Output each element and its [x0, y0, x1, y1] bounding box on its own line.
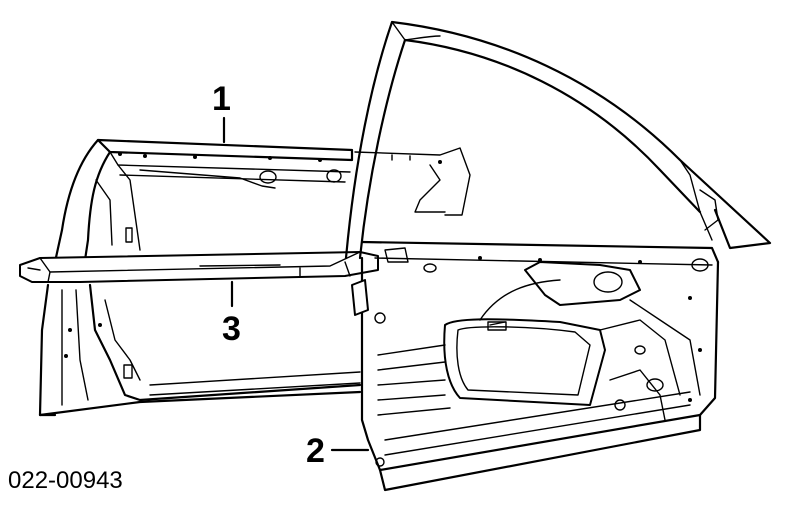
door-shell-panel [344, 20, 772, 492]
part-number: 022-00943 [8, 467, 123, 494]
callout-2: 2 [306, 432, 325, 470]
callout-3: 3 [222, 310, 241, 348]
callout-1: 1 [212, 80, 231, 118]
door-frame-outer-panel [38, 138, 471, 417]
belt-reinforcement-strip [19, 251, 379, 283]
